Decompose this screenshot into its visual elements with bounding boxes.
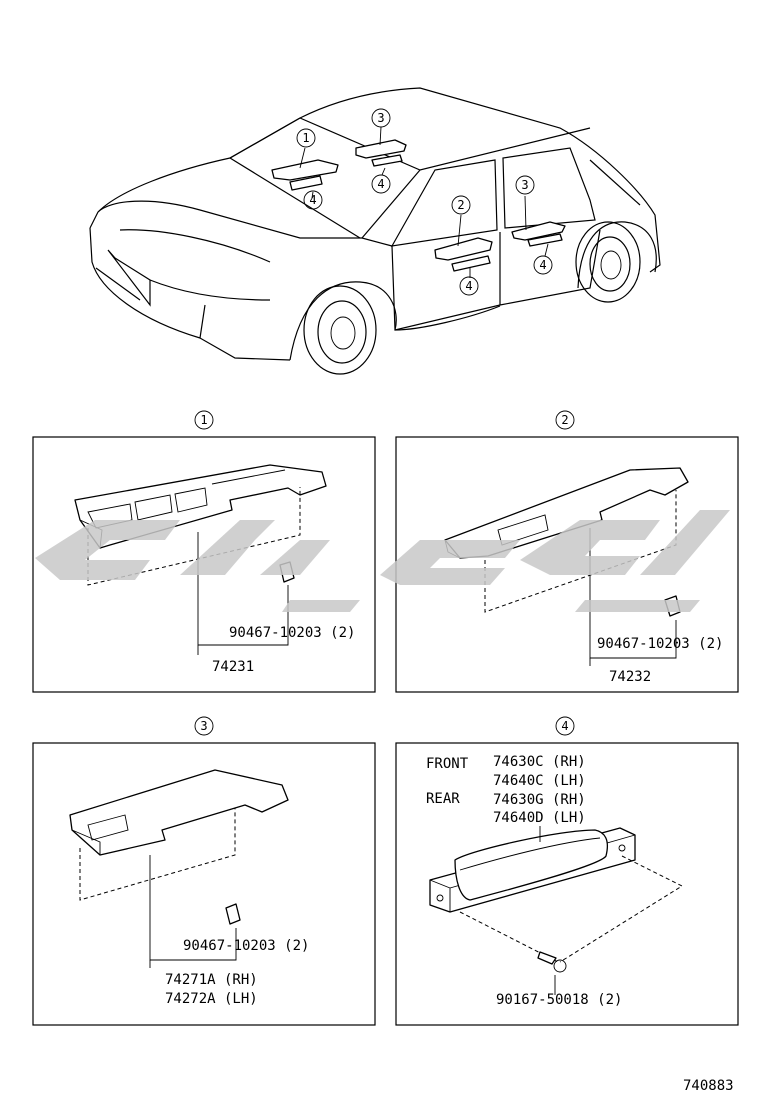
- panel-4-rear-label: REAR: [426, 791, 460, 807]
- svg-text:2: 2: [457, 198, 464, 212]
- panel-3-callout: 3: [194, 716, 214, 736]
- car-callout-3a: 3: [371, 108, 391, 128]
- svg-text:4: 4: [539, 258, 546, 272]
- panel-4-rear-rh: 74630G (RH): [493, 792, 586, 808]
- svg-text:4: 4: [465, 279, 472, 293]
- car-callout-4c: 4: [459, 276, 479, 296]
- svg-text:4: 4: [377, 177, 384, 191]
- panel-4-drawing: [429, 826, 684, 995]
- svg-text:3: 3: [521, 178, 528, 192]
- figure-number: 740883: [683, 1078, 734, 1094]
- car-callout-1: 1: [296, 128, 316, 148]
- panel-4-front-label: FRONT: [426, 756, 469, 772]
- panel-3-frame: [32, 742, 376, 1026]
- car-illustration: [89, 87, 661, 375]
- car-callout-2: 2: [451, 195, 471, 215]
- panel-4-rear-lh: 74640D (LH): [493, 810, 586, 826]
- panel-1-part-number: 74231: [212, 659, 254, 675]
- svg-text:3: 3: [200, 719, 207, 733]
- panel-4-bolt-label: 90167-50018 (2): [496, 992, 622, 1008]
- car-callout-4a: 4: [303, 190, 323, 210]
- svg-text:1: 1: [200, 413, 207, 427]
- svg-text:1: 1: [302, 131, 309, 145]
- car-callout-4d: 4: [533, 255, 553, 275]
- panel-2-clip-label: 90467-10203 (2): [597, 636, 723, 652]
- svg-text:4: 4: [309, 193, 316, 207]
- svg-text:3: 3: [377, 111, 384, 125]
- watermark-logo: [35, 510, 730, 612]
- car-callout-4b: 4: [371, 174, 391, 194]
- svg-text:4: 4: [561, 719, 568, 733]
- panel-1-callout: 1: [194, 410, 214, 430]
- panel-3-clip-label: 90467-10203 (2): [183, 938, 309, 954]
- panel-4-front-rh: 74630C (RH): [493, 754, 586, 770]
- panel-2-callout: 2: [555, 410, 575, 430]
- svg-text:2: 2: [561, 413, 568, 427]
- panel-4-front-lh: 74640C (LH): [493, 773, 586, 789]
- panel-1-frame: [32, 436, 376, 693]
- panel-4-callout: 4: [555, 716, 575, 736]
- panel-3-part-number-lh: 74272A (LH): [165, 991, 258, 1007]
- panel-4-frame: [395, 742, 739, 1026]
- panel-3-part-number-rh: 74271A (RH): [165, 972, 258, 988]
- panel-3-drawing: [69, 769, 289, 968]
- panel-2-part-number: 74232: [609, 669, 651, 685]
- panel-1-clip-label: 90467-10203 (2): [229, 625, 355, 641]
- car-callout-3b: 3: [515, 175, 535, 195]
